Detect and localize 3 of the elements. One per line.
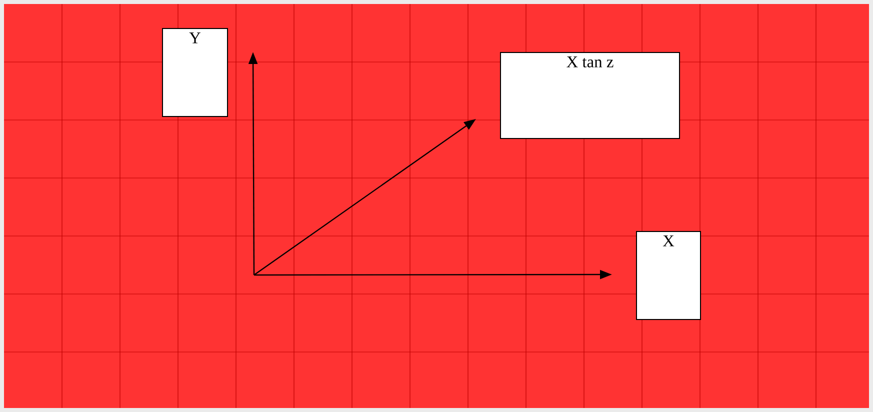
label-box: X tan z [500, 52, 680, 139]
label-box: Y [162, 28, 228, 117]
label-box: X [636, 231, 701, 320]
